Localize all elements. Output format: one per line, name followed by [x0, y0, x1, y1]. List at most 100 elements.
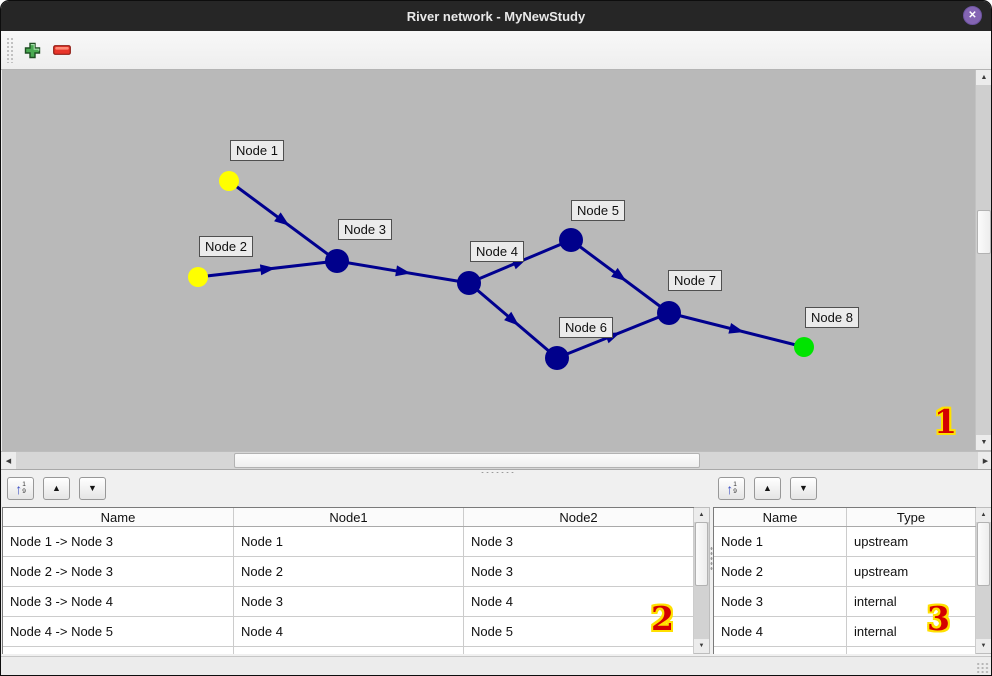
- network-canvas[interactable]: Node 1 Node 2 Node 3 Node 4 Node 5 Node 6 Node…: [2, 70, 991, 451]
- table-cell: Node 4: [234, 617, 464, 646]
- down-arrow-icon: ▼: [799, 483, 808, 493]
- canvas-vertical-scrollbar[interactable]: ▲ ▼: [975, 70, 991, 450]
- table-cell: [234, 647, 464, 654]
- node-label[interactable]: Node 8: [805, 307, 859, 328]
- vertical-splitter[interactable]: [710, 474, 713, 656]
- column-header[interactable]: Type: [847, 508, 976, 526]
- toolbar-drag-handle[interactable]: [6, 37, 13, 63]
- up-arrow-icon: ▲: [763, 483, 772, 493]
- scroll-down-button[interactable]: ▼: [976, 639, 991, 653]
- node-label[interactable]: Node 6: [559, 317, 613, 338]
- scroll-down-icon: ▼: [980, 439, 988, 446]
- horizontal-scroll-track[interactable]: [16, 452, 978, 469]
- table-cell: Node 3: [714, 587, 847, 616]
- resize-grip[interactable]: [976, 662, 989, 673]
- column-header[interactable]: Name: [714, 508, 847, 526]
- table-cell: Node 2: [234, 557, 464, 586]
- move-down-button[interactable]: ▼: [790, 477, 817, 500]
- vertical-scroll-thumb[interactable]: [977, 522, 990, 586]
- move-down-button[interactable]: ▼: [79, 477, 106, 500]
- links-table-scrollbar[interactable]: ▲ ▼: [694, 507, 710, 654]
- vertical-scroll-thumb[interactable]: [977, 210, 991, 254]
- table-cell: Node 3: [464, 557, 694, 586]
- network-node[interactable]: [219, 171, 239, 191]
- table-cell: upstream: [847, 557, 976, 586]
- table-cell: Node 4: [714, 617, 847, 646]
- network-node[interactable]: [794, 337, 814, 357]
- node-label[interactable]: Node 3: [338, 219, 392, 240]
- close-icon: ✕: [968, 10, 977, 21]
- canvas-horizontal-scrollbar[interactable]: ◀ ▶: [1, 451, 991, 469]
- table-cell: Node 3: [234, 587, 464, 616]
- scroll-down-button[interactable]: ▼: [976, 435, 991, 450]
- horizontal-splitter[interactable]: [1, 469, 991, 474]
- table-cell: upstream: [847, 527, 976, 556]
- title-bar: River network - MyNewStudy ✕: [1, 1, 991, 31]
- close-button[interactable]: ✕: [963, 6, 982, 25]
- scroll-up-button[interactable]: ▲: [976, 508, 991, 522]
- node-label[interactable]: Node 4: [470, 241, 524, 262]
- network-svg: [188, 171, 814, 370]
- scroll-left-button[interactable]: ◀: [1, 452, 16, 469]
- network-node[interactable]: [325, 249, 349, 273]
- vertical-scroll-thumb[interactable]: [695, 522, 708, 586]
- scroll-up-button[interactable]: ▲: [694, 508, 709, 522]
- network-node[interactable]: [188, 267, 208, 287]
- table-cell: Node 3: [464, 527, 694, 556]
- up-arrow-icon: ▲: [52, 483, 61, 493]
- edge-arrow-icon: [611, 267, 627, 282]
- down-arrow-icon: ▼: [88, 483, 97, 493]
- edge-arrow-icon: [259, 264, 276, 276]
- node-label[interactable]: Node 1: [230, 140, 284, 161]
- window-title: River network - MyNewStudy: [406, 8, 586, 24]
- table-cell: [3, 647, 234, 654]
- horizontal-scroll-thumb[interactable]: [234, 453, 700, 468]
- scroll-right-icon: ▶: [982, 457, 989, 465]
- node-label[interactable]: Node 5: [571, 200, 625, 221]
- table-cell: Node 1: [714, 527, 847, 556]
- network-node[interactable]: [657, 301, 681, 325]
- table-row-partial: [3, 647, 694, 654]
- network-node[interactable]: [559, 228, 583, 252]
- column-header[interactable]: Name: [3, 508, 234, 526]
- scroll-up-button[interactable]: ▲: [976, 70, 991, 85]
- add-node-button[interactable]: [21, 39, 43, 61]
- nodes-table-scrollbar[interactable]: ▲ ▼: [976, 507, 991, 654]
- table-cell: [714, 647, 847, 654]
- table-cell: Node 1 -> Node 3: [3, 527, 234, 556]
- node-label[interactable]: Node 2: [199, 236, 253, 257]
- column-header[interactable]: Node1: [234, 508, 464, 526]
- table-row-partial: [714, 647, 976, 654]
- column-header[interactable]: Node2: [464, 508, 694, 526]
- remove-node-button[interactable]: [51, 39, 73, 61]
- network-node[interactable]: [457, 271, 481, 295]
- table-cell: Node 3 -> Node 4: [3, 587, 234, 616]
- table-cell: Node 1: [234, 527, 464, 556]
- table-cell: internal: [847, 617, 976, 646]
- node-label[interactable]: Node 7: [668, 270, 722, 291]
- network-node[interactable]: [545, 346, 569, 370]
- move-up-button[interactable]: ▲: [43, 477, 70, 500]
- scroll-right-button[interactable]: ▶: [978, 452, 991, 469]
- scroll-down-button[interactable]: ▼: [694, 639, 709, 653]
- move-up-button[interactable]: ▲: [754, 477, 781, 500]
- table-cell: Node 2 -> Node 3: [3, 557, 234, 586]
- scroll-left-icon: ◀: [5, 457, 12, 465]
- minus-icon: [53, 45, 71, 55]
